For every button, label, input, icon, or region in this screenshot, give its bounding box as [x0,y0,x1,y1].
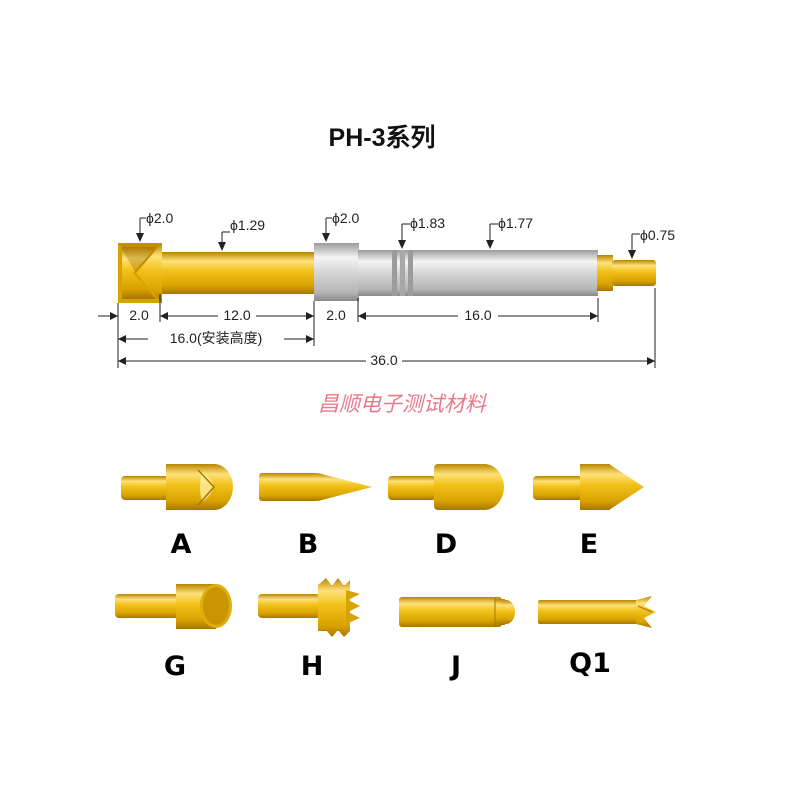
brand-watermark: 昌顺电子测试材料 [318,392,487,416]
len-body-label: 16.0 [464,307,491,323]
tip-e-illustration [533,464,644,510]
len-total-label: 36.0 [370,352,397,368]
crown-cup-head [118,243,162,303]
barrel-collar [314,243,359,301]
tail-pin [612,260,656,286]
tip-b-illustration [259,473,372,501]
tip-d-label: D [435,529,457,560]
dia-cup-label: ϕ2.0 [146,210,174,226]
dia-crimp-label: ϕ1.83 [410,215,445,231]
probe-assembly [118,243,656,303]
dia-tail-label: ϕ0.75 [640,227,675,243]
dia-barrel-label: ϕ2.0 [332,210,360,226]
tip-h-illustration [258,578,360,637]
len-plunger-label: 12.0 [223,307,250,323]
tail-shoulder [597,255,613,291]
len-head-label: 2.0 [129,307,149,323]
dia-body-label: ϕ1.77 [498,215,533,231]
dia-plunger-label: ϕ1.29 [230,217,265,233]
tip-q1-label: Q1 [569,648,611,679]
tip-d-illustration [388,464,504,510]
len-collar-label: 2.0 [326,307,346,323]
tip-a-label: A [171,529,192,560]
tip-h-label: H [301,651,324,682]
tip-q1-illustration [538,596,656,628]
tip-g-illustration [115,584,232,629]
barrel-body [358,250,598,296]
tip-g-label: G [164,651,186,682]
tip-e-label: E [580,529,598,560]
tip-j-illustration [399,597,515,627]
tip-b-label: B [298,529,319,560]
len-install-label: 16.0(安装高度) [170,330,263,346]
plunger-shaft [160,252,316,294]
diagram-title: PH-3系列 [329,124,436,152]
tip-a-illustration [121,464,233,510]
length-dimensions: 2.0 12.0 2.0 16.0 16.0(安装高度) 36.0 [98,288,656,368]
tip-j-label: J [449,651,461,682]
diameter-callouts: ϕ2.0 ϕ1.29 ϕ2.0 ϕ1.83 ϕ1.77 ϕ0.75 [136,210,675,259]
barrel-crimp [392,250,413,296]
